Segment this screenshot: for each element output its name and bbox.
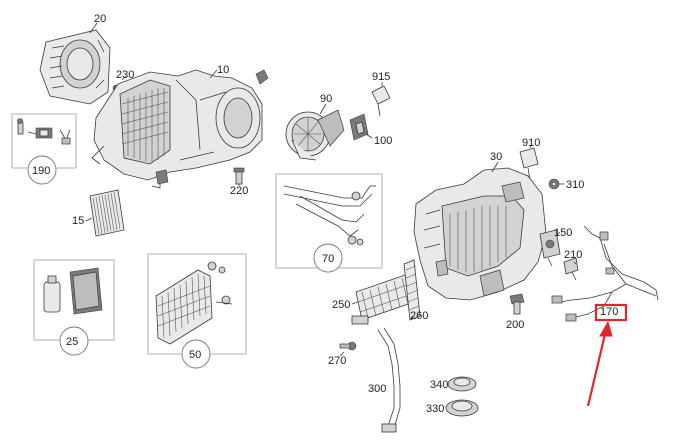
label-circle-70 xyxy=(313,243,343,273)
leader-90 xyxy=(319,103,327,115)
leader-910 xyxy=(529,143,533,149)
part-310-screw[interactable] xyxy=(548,178,560,190)
part-label-260[interactable]: 260 xyxy=(410,310,428,322)
leader-20 xyxy=(89,22,98,34)
highlight-box-170 xyxy=(594,303,628,322)
part-label-25[interactable]: 25 xyxy=(66,336,78,348)
part-label-30[interactable]: 30 xyxy=(490,151,502,163)
leader-150 xyxy=(555,231,561,237)
part-210-sensor[interactable] xyxy=(563,257,579,281)
part-330-grommet[interactable] xyxy=(445,399,479,417)
leader-250 xyxy=(351,301,359,305)
label-circle-190 xyxy=(27,155,57,185)
part-50-heater-core[interactable] xyxy=(155,261,233,345)
part-label-270[interactable]: 270 xyxy=(328,355,346,367)
part-200-sensor[interactable] xyxy=(509,293,525,315)
leader-15 xyxy=(85,217,93,222)
part-label-90[interactable]: 90 xyxy=(320,93,332,105)
part-label-15[interactable]: 15 xyxy=(72,215,84,227)
part-340-grommet[interactable] xyxy=(447,376,477,392)
part-10-hvac-housing[interactable] xyxy=(91,69,269,189)
part-label-100[interactable]: 100 xyxy=(374,135,392,147)
part-label-50[interactable]: 50 xyxy=(189,349,201,361)
part-label-70[interactable]: 70 xyxy=(322,253,334,265)
highlight-arrow xyxy=(586,320,613,407)
leader-230 xyxy=(121,75,127,81)
leader-260 xyxy=(411,315,415,319)
part-30-hvac-housing[interactable] xyxy=(413,167,547,301)
part-100-resistor[interactable] xyxy=(349,113,369,141)
leader-10 xyxy=(209,69,218,79)
part-90-blower-motor[interactable] xyxy=(285,109,345,161)
part-270-screw[interactable] xyxy=(339,341,357,351)
part-label-300[interactable]: 300 xyxy=(368,383,386,395)
part-label-910[interactable]: 910 xyxy=(522,137,540,149)
part-15-cabin-filter[interactable] xyxy=(89,189,125,237)
part-label-330[interactable]: 330 xyxy=(426,403,444,415)
part-label-230[interactable]: 230 xyxy=(116,69,134,81)
part-220-sensor[interactable] xyxy=(233,167,245,185)
part-label-915[interactable]: 915 xyxy=(372,71,390,83)
part-label-250[interactable]: 250 xyxy=(332,299,350,311)
part-915-connector[interactable] xyxy=(371,85,391,117)
part-190-clips[interactable] xyxy=(17,118,71,145)
part-label-340[interactable]: 340 xyxy=(430,379,448,391)
part-910-connector[interactable] xyxy=(519,147,539,181)
part-label-10[interactable]: 10 xyxy=(217,64,229,76)
part-label-210[interactable]: 210 xyxy=(564,249,582,261)
part-label-190[interactable]: 190 xyxy=(32,165,50,177)
part-label-20[interactable]: 20 xyxy=(94,13,106,25)
label-circle-50 xyxy=(181,339,211,369)
leader-100 xyxy=(365,133,373,139)
part-300-drain-tube[interactable] xyxy=(377,327,401,433)
leader-30 xyxy=(491,161,499,173)
part-20-blower-cover[interactable] xyxy=(39,29,111,105)
part-label-220[interactable]: 220 xyxy=(230,185,248,197)
label-circle-25 xyxy=(59,326,89,356)
part-label-310[interactable]: 310 xyxy=(566,179,584,191)
part-260-heater-strip[interactable] xyxy=(403,259,421,321)
part-70-hoses[interactable] xyxy=(283,185,376,246)
part-250-core[interactable] xyxy=(351,273,415,325)
part-label-170[interactable]: 170 xyxy=(600,306,618,318)
leader-210 xyxy=(573,261,577,265)
leader-270 xyxy=(339,351,345,357)
part-label-200[interactable]: 200 xyxy=(506,319,524,331)
part-25-filter-kit[interactable] xyxy=(43,267,103,315)
part-label-150[interactable]: 150 xyxy=(554,227,572,239)
part-150-actuator[interactable] xyxy=(539,229,561,267)
part-170-wiring-harness[interactable] xyxy=(551,225,659,322)
